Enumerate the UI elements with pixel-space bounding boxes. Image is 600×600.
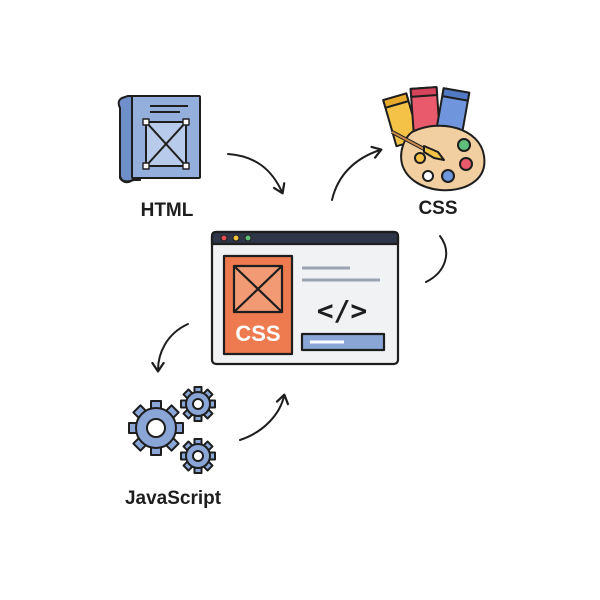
arrow-javascript-to-browser [239, 393, 290, 441]
arrow-html-to-browser [227, 153, 286, 195]
paint-palette-icon [382, 86, 486, 192]
html-label: HTML [141, 200, 194, 221]
browser-css-badge: CSS [235, 321, 280, 346]
code-brackets-text: </> [317, 294, 368, 327]
arrow-browser-to-javascript [151, 323, 189, 373]
arrow-browser-to-css [331, 145, 383, 201]
arrow-css-to-browser [425, 235, 448, 283]
javascript-label: JavaScript [125, 488, 222, 509]
gears-icon [128, 386, 216, 474]
browser-window-icon [210, 230, 400, 366]
css-label: CSS [418, 198, 457, 219]
html-document-icon [117, 95, 201, 184]
